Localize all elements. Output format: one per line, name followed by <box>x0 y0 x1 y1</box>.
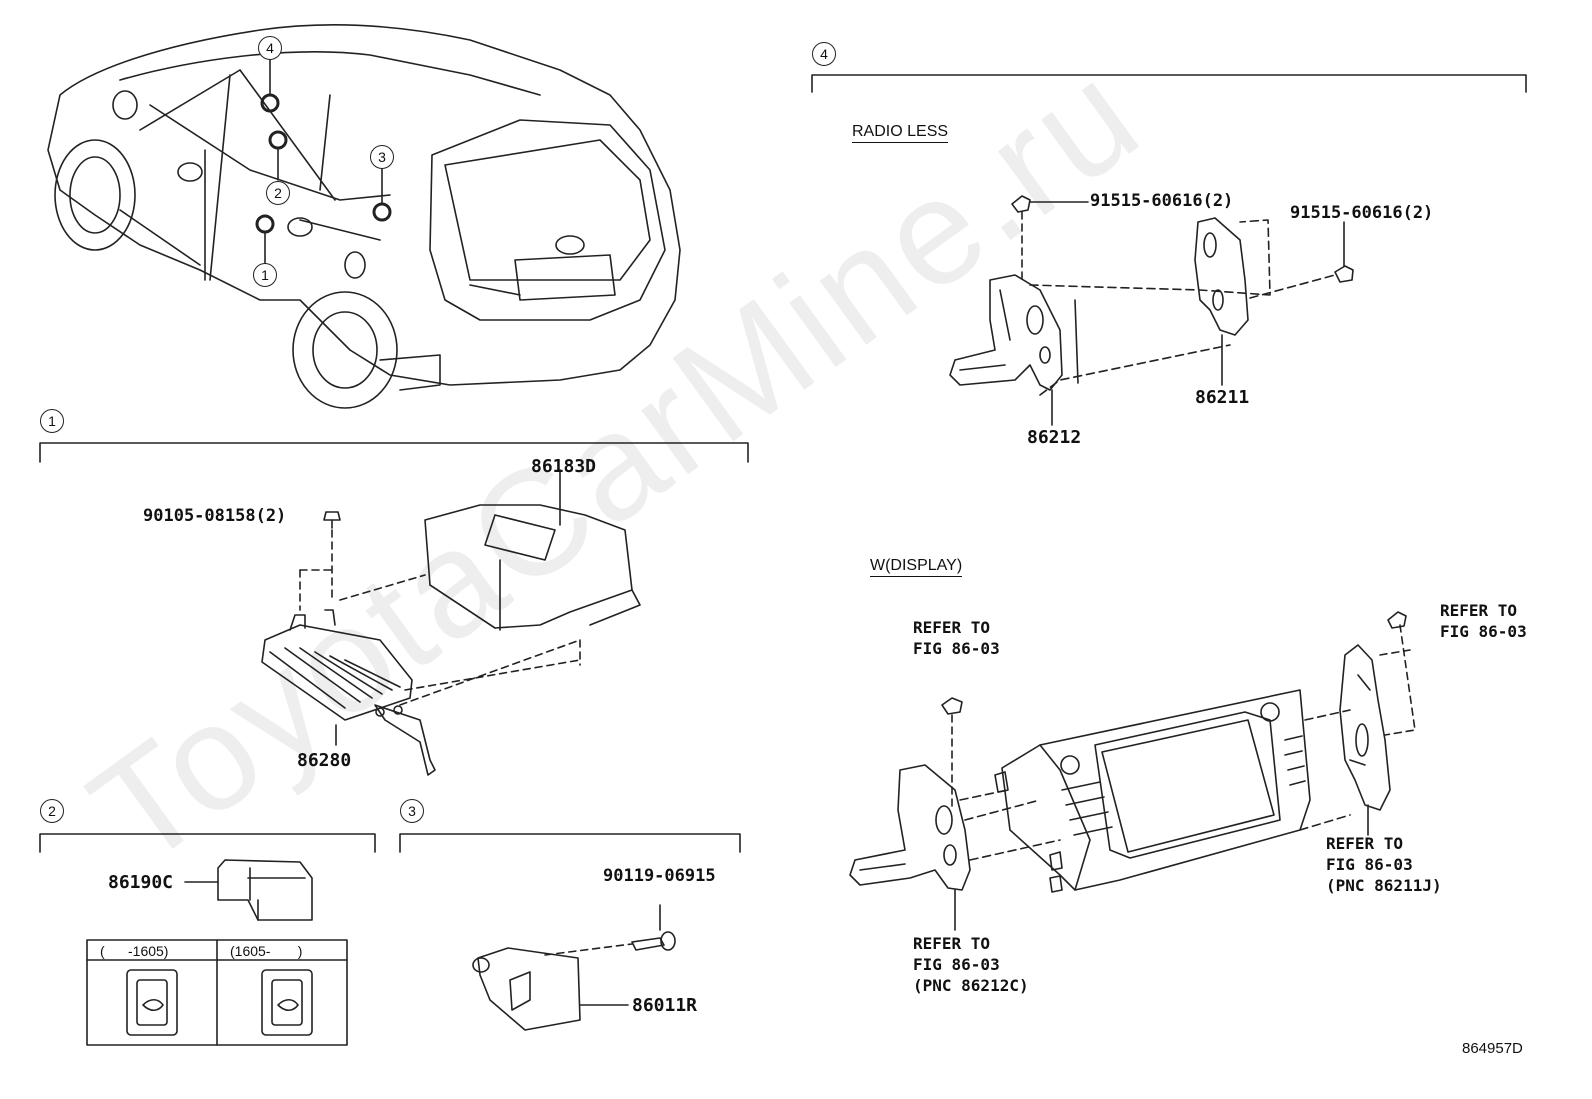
section3-drawing <box>472 904 676 1031</box>
section4-bracket <box>811 74 1527 93</box>
figure-id: 864957D <box>1462 1040 1523 1057</box>
overview-callout-1: 1 <box>253 263 277 287</box>
w-display-heading: W(DISPLAY) <box>870 558 963 577</box>
part-86183D: 86183D <box>531 456 597 477</box>
table-header-before-1605: ( -1605) <box>100 943 169 959</box>
section1-drawing <box>261 469 641 776</box>
section1-bracket <box>39 442 749 463</box>
table-header-after-1605: (1605- ) <box>230 943 303 959</box>
ref-left-bracket: REFER TO FIG 86-03 (PNC 86212C) <box>913 934 1029 995</box>
part-86280: 86280 <box>297 750 352 771</box>
section2-number: 2 <box>40 799 64 823</box>
radio-less-drawing <box>949 195 1354 426</box>
section3-number: 3 <box>400 799 424 823</box>
section3-bracket <box>399 833 741 853</box>
part-90119-06915: 90119-06915 <box>603 866 716 886</box>
part-86212: 86212 <box>1027 427 1082 448</box>
part-86211: 86211 <box>1195 387 1250 408</box>
ref-left-screw: REFER TO FIG 86-03 <box>913 618 1000 658</box>
section4-number: 4 <box>812 42 836 66</box>
overview-callout-4: 4 <box>258 36 282 60</box>
overview-callout-2: 2 <box>266 181 290 205</box>
overview-callout-3: 3 <box>370 145 394 169</box>
part-91515-60616-right: 91515-60616(2) <box>1290 203 1434 223</box>
w-display-drawing <box>849 611 1416 931</box>
section1-number: 1 <box>40 409 64 433</box>
ref-right-screw: REFER TO FIG 86-03 <box>1440 601 1527 641</box>
part-90105-08158: 90105-08158(2) <box>143 506 287 526</box>
section2-drawing <box>86 859 348 1046</box>
part-91515-60616-left: 91515-60616(2) <box>1090 191 1234 211</box>
section2-bracket <box>39 833 376 853</box>
part-86190C: 86190C <box>108 872 174 893</box>
car-illustration <box>47 24 681 409</box>
radio-less-heading: RADIO LESS <box>852 124 949 143</box>
part-86011R: 86011R <box>632 995 698 1016</box>
ref-right-bracket: REFER TO FIG 86-03 (PNC 86211J) <box>1326 834 1442 895</box>
